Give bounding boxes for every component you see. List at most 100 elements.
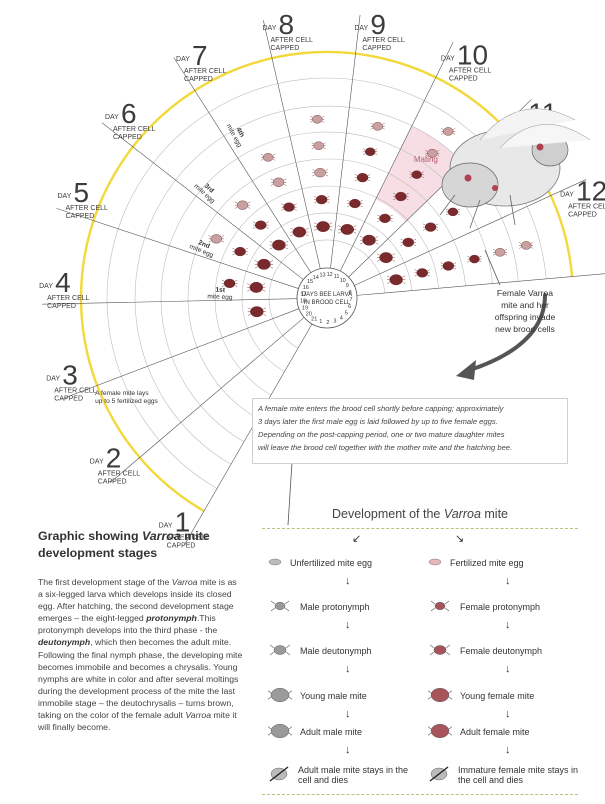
day-word: DAY	[263, 25, 277, 32]
mite-icon	[400, 237, 417, 247]
egg-icon	[268, 557, 282, 569]
down-arrow-icon: ↓	[505, 663, 511, 675]
invade-arrow	[468, 293, 547, 372]
day-capped: CAPPED	[362, 45, 391, 52]
stage-label: Female deutonymph	[460, 646, 543, 656]
day-capped: CAPPED	[66, 213, 95, 220]
invade-line: Female Varroa	[496, 288, 554, 298]
day-word: DAY	[105, 114, 119, 121]
male-stage: Adult male mite	[266, 717, 420, 747]
branch-arrow-icon: ↙	[352, 533, 362, 545]
day-word: DAY	[354, 25, 368, 32]
day-after: AFTER CELL	[184, 68, 227, 75]
development-title: Development of the Varroa mite	[331, 507, 509, 521]
day-after: AFTER CELL	[113, 126, 156, 133]
development-row: Adult male mite stays in the cell and di…	[262, 760, 578, 790]
stage-label: Young female mite	[460, 691, 535, 701]
stage-label: Female protonymph	[460, 602, 541, 612]
center-day-number: 20	[306, 312, 312, 318]
female-lays-line: A female mite lays	[95, 390, 149, 397]
mite-icon	[266, 685, 294, 707]
mite-icon	[359, 234, 379, 246]
egg-icon	[428, 557, 442, 569]
day-capped: CAPPED	[184, 76, 213, 83]
protonymph-icon	[268, 596, 292, 618]
down-arrow-icon: ↓	[505, 619, 511, 631]
mite-icon	[426, 721, 454, 743]
day-after: AFTER CELL	[167, 534, 210, 541]
spoke-line	[330, 14, 361, 269]
pointer-line-down	[287, 461, 293, 526]
mite-icon	[377, 213, 393, 223]
down-arrow-icon: ↓	[345, 663, 351, 675]
dashed-divider	[262, 528, 578, 529]
development-row: Male deutonymph Female deutonymph	[262, 636, 578, 666]
stage-label: Adult male mite stays in the cell and di…	[298, 765, 409, 785]
center-day-number: 11	[334, 274, 340, 280]
mating-label: Mating	[414, 155, 438, 164]
mite-icon	[247, 281, 266, 293]
down-arrow-icon: ↓	[505, 575, 511, 587]
center-label: DAYS BEE LARVA	[302, 292, 352, 298]
day-number: 6	[121, 98, 137, 129]
spoke-line	[109, 317, 305, 484]
center-day-number: 6	[348, 304, 351, 310]
dead-mite-icon	[268, 765, 290, 785]
male-stage: Unfertilized mite egg	[268, 548, 420, 578]
mite-icon	[376, 252, 396, 264]
day-capped: CAPPED	[113, 134, 142, 141]
protonymph-icon	[428, 596, 452, 618]
center-day-number: 5	[345, 310, 348, 316]
down-arrow-icon: ↓	[505, 708, 511, 720]
down-arrow-icon: ↓	[345, 575, 351, 587]
center-day-number: 18	[300, 299, 306, 305]
spoke-line	[56, 208, 299, 289]
wheel-spokes	[42, 14, 605, 545]
pointer-line	[484, 249, 501, 286]
down-arrow-icon: ↓	[345, 619, 351, 631]
mite-icon	[208, 234, 225, 244]
deutonymph-icon	[428, 640, 452, 662]
description-line: A female mite enters the brood cell shor…	[258, 404, 504, 413]
egg-label-ordinal: 1st	[215, 287, 226, 294]
wheel-mites	[208, 115, 534, 318]
mite-icon	[354, 173, 371, 183]
center-day-number: 1	[319, 319, 322, 325]
mite-icon	[445, 207, 460, 217]
egg-label-ordinal: 2nd	[197, 239, 211, 250]
mite-icon	[386, 274, 406, 286]
description-line: 3 days later the first male egg is laid …	[258, 417, 498, 426]
mite-icon	[370, 122, 385, 131]
mite-icon	[425, 149, 440, 158]
mite-icon	[347, 198, 363, 209]
day-number: 8	[279, 9, 295, 40]
spoke-line	[184, 323, 313, 545]
day-capped: CAPPED	[568, 212, 597, 219]
day-capped: CAPPED	[167, 542, 196, 549]
day-capped: CAPPED	[271, 45, 300, 52]
day-number: 9	[370, 9, 386, 40]
mite-icon	[266, 721, 294, 743]
mite-icon	[426, 685, 454, 707]
development-row: Young male mite Young female mite	[262, 681, 578, 711]
day-after: AFTER CELL	[54, 388, 97, 395]
stage-label: Adult male mite	[300, 727, 363, 737]
male-stage: Male deutonymph	[268, 636, 420, 666]
center-day-number: 3	[333, 319, 336, 325]
day-capped: CAPPED	[449, 75, 478, 82]
female-stage: Female deutonymph	[428, 636, 580, 666]
mite-icon	[311, 141, 326, 150]
stage-label: Young male mite	[300, 691, 367, 701]
day-after: AFTER CELL	[98, 471, 141, 478]
side-body-text: The first development stage of the Varro…	[38, 577, 243, 733]
mite-icon	[338, 224, 357, 235]
spoke-line	[354, 179, 587, 286]
day-number: 10	[457, 39, 488, 70]
day-after: AFTER CELL	[271, 37, 314, 44]
day-word: DAY	[46, 376, 60, 383]
